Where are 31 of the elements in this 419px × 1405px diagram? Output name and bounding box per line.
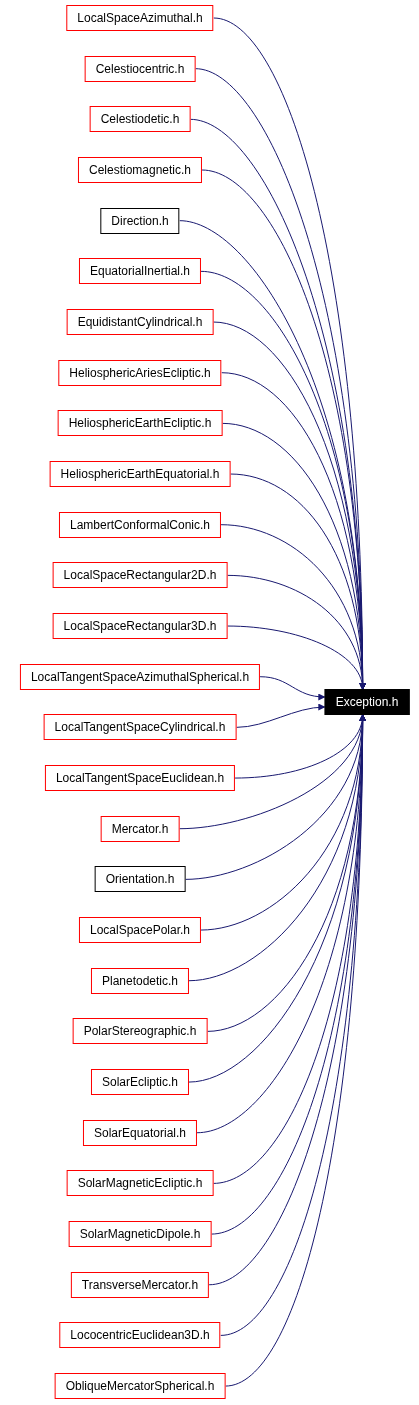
file-box: SolarMagneticEcliptic.h — [66, 1170, 214, 1197]
file-box: HeliosphericEarthEquatorial.h — [49, 461, 231, 487]
file-box: EquatorialInertial.h — [78, 258, 202, 285]
file-box: LocalSpaceAzimuthal.h — [66, 5, 214, 31]
file-box: LocalSpaceRectangular3D.h — [52, 613, 228, 640]
file-box: SolarEcliptic.h — [91, 1069, 189, 1096]
file-box: HeliosphericEarthEcliptic.h — [57, 410, 223, 437]
file-box: PolarStereographic.h — [72, 1018, 208, 1045]
arrow — [259, 676, 326, 701]
file-box: EquidistantCylindrical.h — [66, 309, 214, 335]
file-box: Celestiodetic.h — [89, 106, 191, 133]
file-box: HeliosphericAriesEcliptic.h — [58, 359, 222, 386]
file-box: TransverseMercator.h — [70, 1271, 210, 1298]
file-box: Celestiomagnetic.h — [77, 157, 203, 183]
file-box: LocalTangentSpaceAzimuthalSpherical.h — [19, 663, 261, 690]
file-box: LocalSpacePolar.h — [78, 917, 202, 944]
file-box: Planetodetic.h — [90, 967, 190, 994]
file-box: Direction.h — [100, 207, 180, 234]
file-box: LambertConformalConic.h — [58, 511, 222, 538]
file-box: LocalTangentSpaceCylindrical.h — [43, 714, 237, 741]
file-box: Mercator.h — [100, 815, 180, 842]
file-box: LococentricEuclidean3D.h — [59, 1322, 221, 1349]
file-box: Orientation.h — [94, 866, 186, 893]
file-box: SolarEquatorial.h — [82, 1119, 198, 1146]
file-box: Celestiocentric.h — [84, 55, 196, 82]
file-box: LocalSpaceRectangular2D.h — [52, 562, 228, 589]
file-box: ObliqueMercatorSpherical.h — [54, 1373, 226, 1400]
arrow — [235, 703, 326, 728]
file-box: SolarMagneticDipole.h — [68, 1221, 212, 1248]
file-box: Exception.h — [324, 689, 410, 715]
file-box: LocalTangentSpaceEuclidean.h — [44, 765, 236, 792]
